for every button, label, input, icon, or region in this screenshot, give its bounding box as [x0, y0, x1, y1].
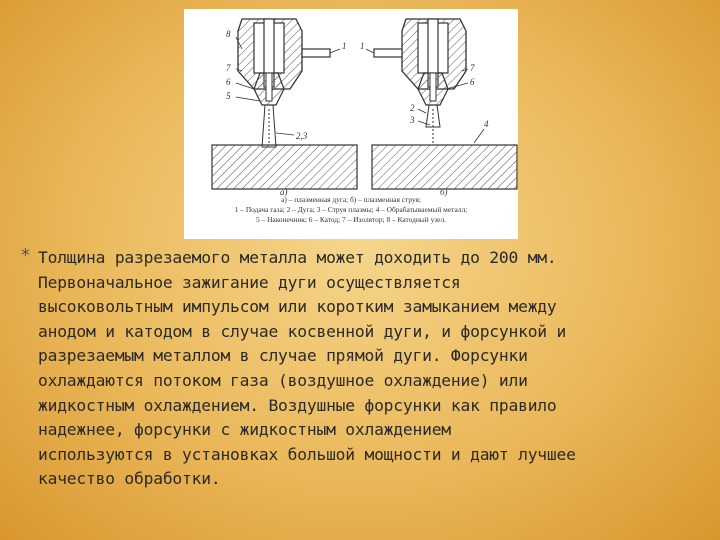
label-r3: 3	[409, 115, 415, 125]
label-r7: 7	[470, 63, 475, 73]
label-r4: 4	[484, 119, 489, 129]
label-r1: 1	[360, 41, 365, 51]
label-l6: 6	[226, 77, 231, 87]
caption-line: 1 – Подача газа; 2 – Дуга; 3 – Струя пла…	[234, 204, 468, 214]
label-l23: 2,3	[296, 131, 308, 141]
label-l7: 7	[226, 63, 231, 73]
diagram-drawing: 1 8 7 6 5 2,3 1 7 6 2 3 4 а) б)	[211, 18, 518, 197]
label-l5: 5	[226, 91, 231, 101]
slide-body-text: * Толщина разрезаемого металла может дох…	[20, 245, 702, 492]
label-r2: 2	[410, 103, 415, 113]
workpiece-right	[371, 144, 518, 190]
torch-left	[237, 18, 331, 148]
plasma-torch-diagram: 1 8 7 6 5 2,3 1 7 6 2 3 4 а) б) а) – пла…	[184, 9, 518, 239]
torch-right	[373, 18, 467, 143]
text-line: используются в установках большой мощнос…	[38, 444, 576, 464]
figure-caption: а) – плазменная дуга; б) – плазменная ст…	[184, 195, 518, 224]
label-l1: 1	[342, 41, 347, 51]
panel-a-label: а)	[280, 187, 288, 197]
label-r6: 6	[470, 77, 475, 87]
text-line: качество обработки.	[38, 469, 221, 489]
text-line: жидкостным охлаждением. Воздушные форсун…	[38, 395, 557, 415]
bullet-icon: *	[20, 245, 31, 266]
text-line: охлаждаются потоком газа (воздушное охла…	[38, 370, 528, 390]
caption-line: 5 – Наконечник; 6 – Катод; 7 – Изолятор;…	[255, 214, 446, 224]
text-line: анодом и катодом в случае косвенной дуги…	[38, 321, 567, 341]
text-line: Первоначальное зажигание дуги осуществля…	[38, 272, 461, 292]
text-line: Толщина разрезаемого металла может доход…	[38, 248, 557, 267]
caption-line: а) – плазменная дуга; б) – плазменная ст…	[281, 195, 421, 204]
text-line: высоковольтным импульсом или коротким за…	[38, 297, 557, 317]
text-line: разрезаемым металлом в случае прямой дуг…	[38, 346, 528, 366]
text-line: надежнее, форсунки с жидкостным охлажден…	[38, 420, 451, 440]
workpiece-left	[211, 144, 358, 190]
panel-b-label: б)	[440, 187, 448, 197]
label-l8: 8	[226, 29, 231, 39]
